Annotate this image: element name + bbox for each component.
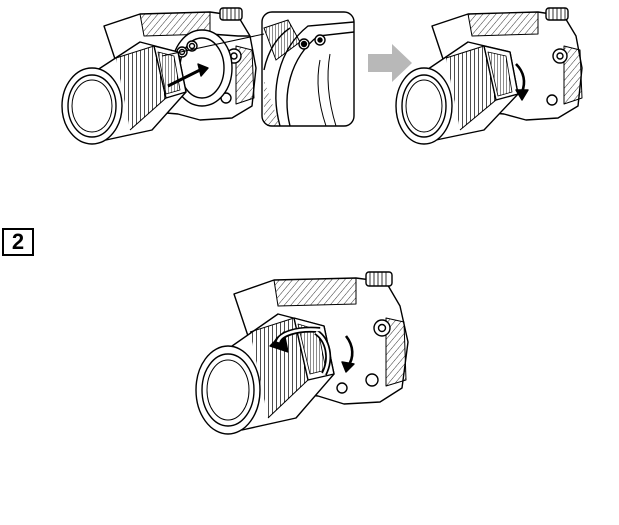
gray-right-arrow-icon: [368, 44, 412, 82]
step-transition-arrow: [368, 44, 412, 82]
camera-lens-rotate-icon: [195, 271, 409, 435]
detail-callout-line: [161, 33, 265, 57]
camera-lens-rotate-illustration: [195, 271, 409, 435]
camera-lens-attach-icon: [61, 7, 257, 145]
lens-mount-detail-icon: [261, 11, 355, 127]
camera-lens-mounted-illustration: [395, 7, 583, 145]
lens-mount-detail-inset: [261, 11, 355, 127]
step-number-badge: 2: [2, 228, 34, 256]
camera-lens-mounted-icon: [395, 7, 583, 145]
camera-lens-attach-illustration: [61, 7, 257, 145]
